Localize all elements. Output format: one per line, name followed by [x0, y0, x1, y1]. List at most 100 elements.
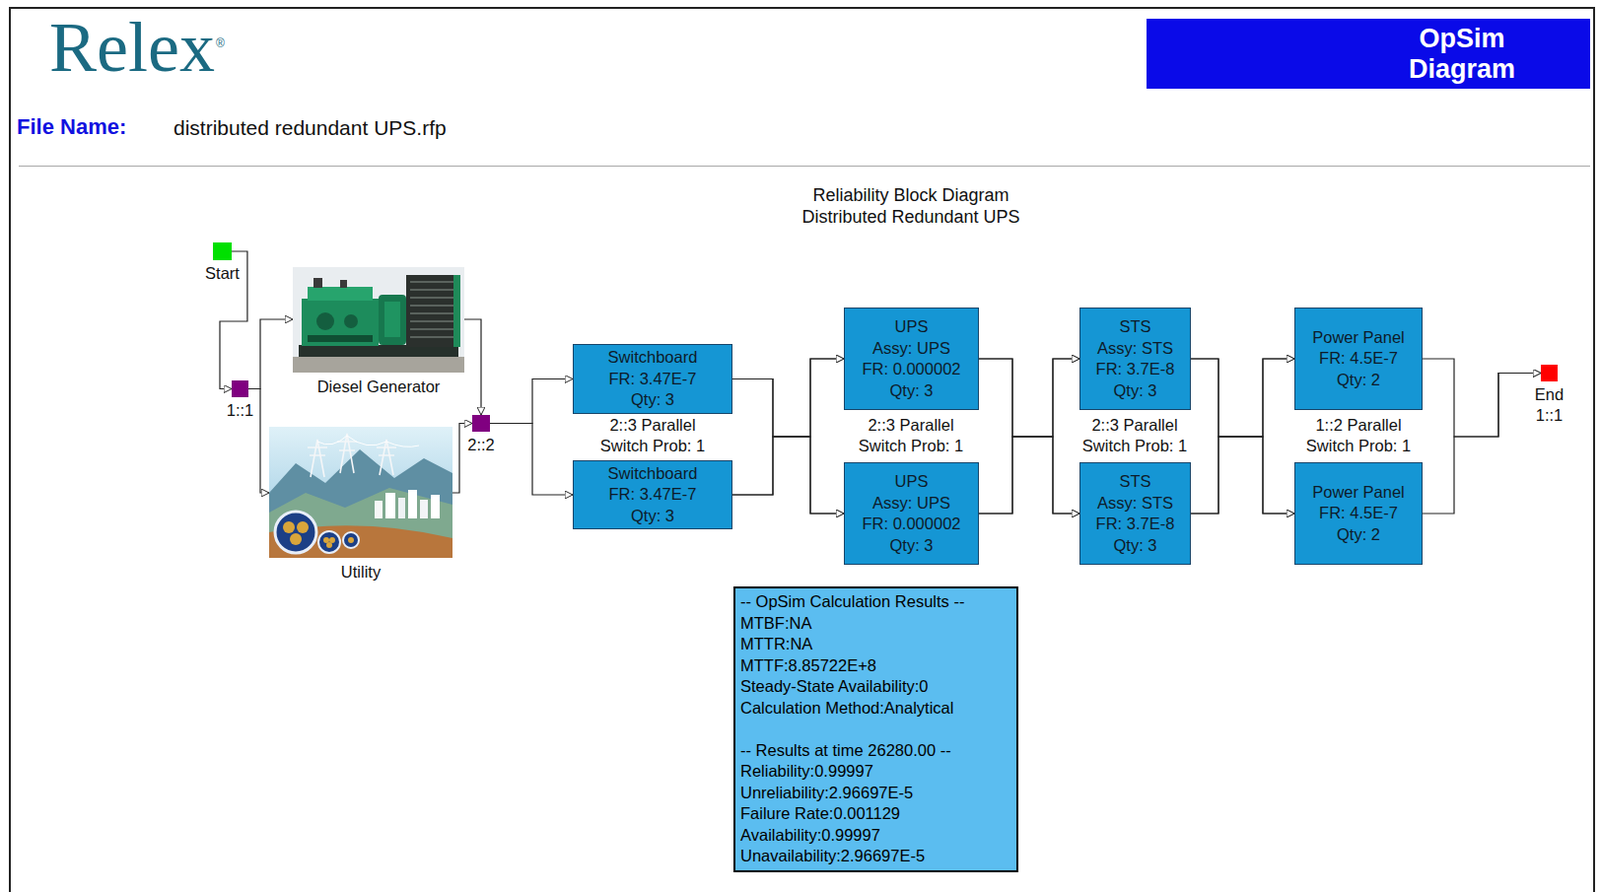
result-line: MTBF:NA	[740, 613, 965, 635]
result-line: Reliability:0.99997	[740, 761, 965, 783]
connector	[732, 358, 844, 495]
block-text: Switchboard	[608, 347, 698, 369]
diesel-generator-picture-part	[344, 314, 358, 329]
ups-block: UPSAssy: UPSFR: 0.000002Qty: 3	[843, 462, 979, 565]
sts-block: STSAssy: STSFR: 3.7E-8Qty: 3	[1079, 307, 1191, 411]
connector	[732, 379, 844, 515]
group-rule: 2::3 Parallel	[1091, 415, 1178, 435]
page-frame	[9, 7, 1595, 892]
ups-block-content: UPSAssy: UPSFR: 0.000002Qty: 3	[844, 463, 978, 564]
results-panel: -- OpSim Calculation Results --MTBF:NAMT…	[733, 586, 1019, 873]
utility-picture-part	[323, 537, 330, 544]
connector	[1190, 436, 1295, 514]
group-rule-text: 2::3 Parallel	[1091, 415, 1178, 435]
switch-probability-text: Switch Prob: 1	[858, 435, 964, 456]
block-text: Assy: UPS	[872, 338, 951, 360]
block-text: Qty: 2	[1336, 524, 1381, 547]
utility-picture-part	[430, 494, 440, 519]
switch-probability-text: Switch Prob: 1	[600, 435, 705, 456]
block-text: Qty: 3	[889, 380, 933, 403]
connector	[452, 423, 473, 494]
results-panel-content: -- OpSim Calculation Results --MTBF:NAMT…	[740, 591, 965, 868]
vote-label: 1::1	[226, 400, 255, 421]
diesel-generator-picture-part	[292, 356, 465, 373]
result-line: MTTR:NA	[740, 633, 965, 656]
power-panel-block: Power PanelFR: 4.5E-7Qty: 2	[1294, 307, 1423, 411]
result-line: -- Results at time 26280.00 --	[740, 740, 965, 763]
header-rule	[18, 165, 1591, 167]
end-marker-content: End1::1	[1534, 384, 1564, 426]
result-line: -- OpSim Calculation Results --	[740, 591, 965, 614]
connector	[464, 319, 482, 416]
utility-picture-part	[269, 487, 453, 558]
junction-node-content: 1::1	[226, 400, 255, 421]
diesel-generator-picture-part	[410, 281, 457, 338]
result-line: Unavailability:2.96697E-5	[740, 845, 965, 868]
connector	[732, 436, 844, 514]
connector	[978, 358, 1080, 437]
group-rule: 2::3 Parallel	[867, 415, 954, 435]
diesel-generator-picture-part	[340, 279, 348, 288]
diesel-generator-picture-part	[384, 301, 401, 338]
block-text: Assy: STS	[1097, 492, 1174, 515]
file-name-value: distributed redundant UPS.rfp	[173, 115, 447, 141]
switch-probability: Switch Prob: 1	[858, 435, 964, 456]
diesel-generator-picture-part	[378, 294, 407, 346]
block-text: FR: 3.47E-7	[609, 368, 697, 391]
utility-picture-part	[269, 426, 453, 558]
block-text: FR: 4.5E-7	[1319, 502, 1398, 525]
block-text: UPS	[895, 471, 929, 493]
switch-probability-text: Switch Prob: 1	[1306, 435, 1411, 456]
picture-caption: Diesel Generator	[317, 376, 441, 398]
vote-label: 2::2	[467, 434, 495, 456]
title-text: Reliability Block Diagram Distributed Re…	[801, 185, 1020, 227]
diesel-generator-picture-part	[406, 275, 461, 348]
utility-picture-part	[408, 489, 418, 519]
power-panel-block-content: Power PanelFR: 4.5E-7Qty: 2	[1295, 463, 1422, 564]
block-text: Qty: 3	[630, 389, 675, 412]
block-text: FR: 0.000002	[862, 513, 962, 536]
utility-picture-part	[296, 521, 309, 534]
utility-picture-part	[282, 521, 295, 534]
block-text: Assy: STS	[1097, 338, 1174, 360]
block-text: FR: 4.5E-7	[1319, 347, 1398, 370]
diesel-generator-picture-part	[292, 267, 465, 373]
sts-block-content: STSAssy: STSFR: 3.7E-8Qty: 3	[1080, 308, 1190, 410]
switchboard-block-content: SwitchboardFR: 3.47E-7Qty: 3	[573, 461, 732, 530]
block-text: FR: 0.000002	[862, 358, 962, 381]
diesel-generator-picture-part	[313, 278, 323, 288]
block-text: Switchboard	[608, 463, 698, 486]
block-text: Power Panel	[1312, 482, 1405, 504]
block-text: Qty: 3	[1113, 535, 1157, 557]
block-text: FR: 3.7E-8	[1096, 358, 1176, 381]
connector	[1422, 358, 1541, 437]
file-name-label: File Name:	[16, 114, 127, 140]
ups-block-content: UPSAssy: UPSFR: 0.000002Qty: 3	[844, 308, 978, 410]
end-label: End	[1534, 384, 1564, 406]
block-text: FR: 3.7E-8	[1096, 513, 1176, 536]
end-marker: End1::1	[1540, 364, 1558, 382]
utility-picture	[269, 426, 453, 558]
connector	[489, 423, 573, 496]
switch-probability: Switch Prob: 1	[1306, 435, 1411, 456]
connector	[1190, 358, 1295, 514]
connector	[732, 358, 844, 437]
switchboard-block: SwitchboardFR: 3.47E-7Qty: 3	[572, 460, 733, 531]
utility-picture-part	[326, 542, 333, 549]
power-panel-block-content: Power PanelFR: 4.5E-7Qty: 2	[1295, 308, 1422, 410]
logo-text: Relex	[49, 11, 215, 83]
connector	[978, 358, 1080, 514]
sts-block: STSAssy: STSFR: 3.7E-8Qty: 3	[1079, 462, 1191, 565]
utility-picture-part	[347, 537, 354, 544]
diesel-generator-picture-part	[301, 298, 379, 347]
group-rule: 2::3 Parallel	[609, 415, 696, 435]
diagram-title: Reliability Block Diagram Distributed Re…	[782, 185, 1040, 228]
end-label: 1::1	[1534, 405, 1564, 426]
start-label: Start	[205, 263, 240, 284]
start-marker-content: Start	[205, 263, 240, 284]
connector	[248, 319, 293, 390]
diesel-generator: Diesel Generator	[292, 267, 465, 373]
utility-picture-part	[318, 531, 341, 554]
utility-picture-part	[317, 435, 419, 447]
